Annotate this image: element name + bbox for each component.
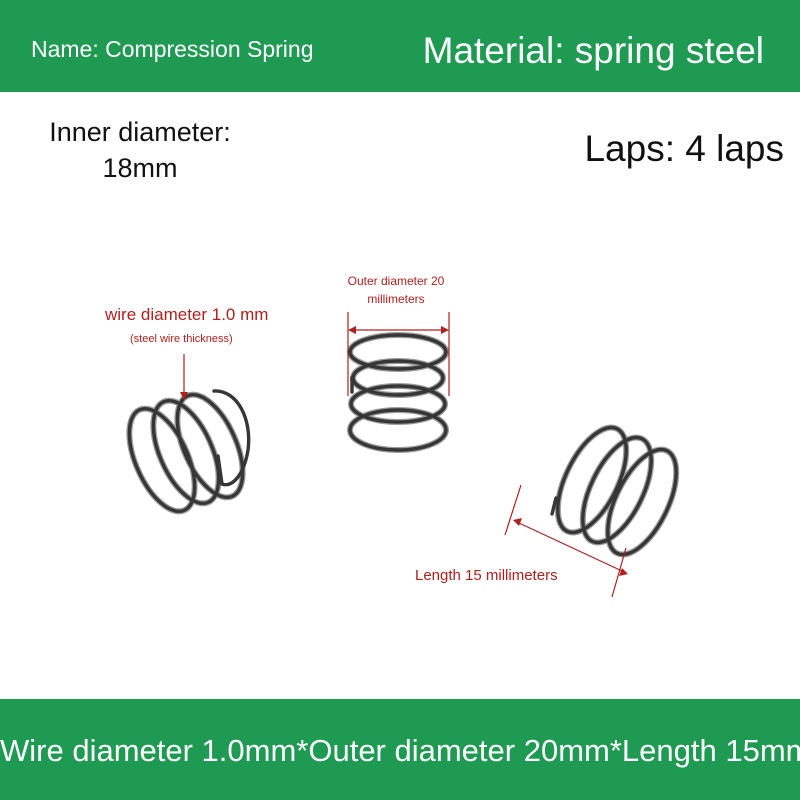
- length-dimension: [504, 484, 628, 598]
- spec-summary: Wire diameter 1.0mm*Outer diameter 20mm*…: [0, 733, 800, 768]
- wire-diameter-pointer: [180, 354, 188, 400]
- top-banner: [0, 0, 800, 92]
- laps-label: Laps: 4 laps: [584, 128, 784, 169]
- inner-diameter-title: Inner diameter:: [49, 117, 231, 147]
- spring-right: [550, 424, 680, 558]
- spring-left: [126, 389, 251, 515]
- outer-diameter-annotation: Outer diameter 20 millimeters: [347, 274, 445, 306]
- product-name-label: Name: Compression Spring: [31, 36, 314, 62]
- bottom-banner: [0, 699, 800, 800]
- material-label: Material: spring steel: [422, 30, 764, 71]
- length-annotation: Length 15 millimeters: [415, 567, 558, 584]
- inner-diameter-value: 18mm: [102, 153, 178, 183]
- wire-thickness-note: (steel wire thickness): [130, 333, 233, 345]
- wire-diameter-annotation: wire diameter 1.0 mm: [105, 305, 269, 324]
- outer-diameter-dimension: [347, 312, 450, 396]
- inner-diameter-label: Inner diameter: 18mm: [40, 114, 240, 186]
- spring-middle: [347, 332, 449, 453]
